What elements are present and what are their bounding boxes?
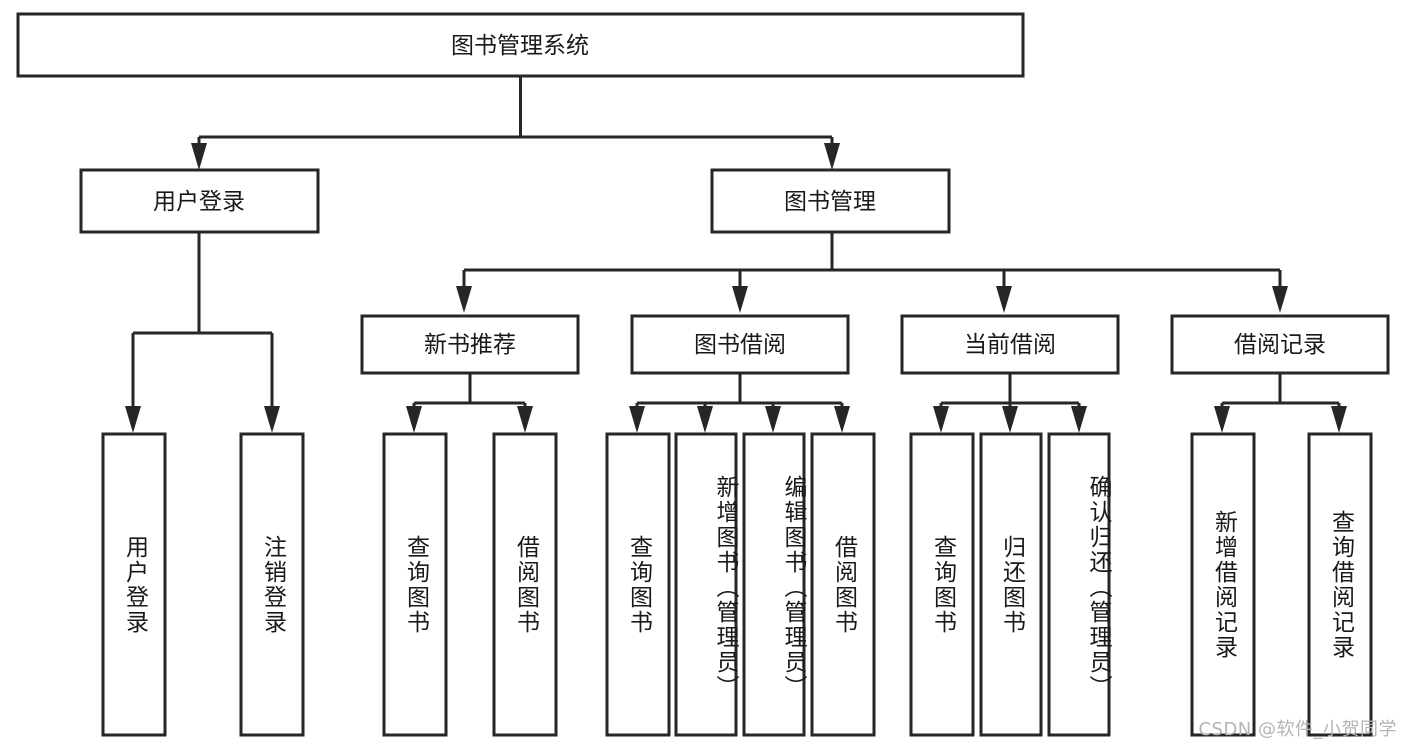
arrow-head-current-borrow xyxy=(996,286,1012,313)
node-book-manage-label: 图书管理 xyxy=(784,189,876,215)
node-book-manage-box[interactable] xyxy=(710,168,951,234)
connector-group-currentborrow xyxy=(933,373,1087,433)
connector-group-newbook xyxy=(406,373,533,433)
node-root-box[interactable] xyxy=(16,12,1025,78)
arrow-head-leaf-user-login xyxy=(125,406,141,433)
node-leaf-edit-book-box[interactable] xyxy=(742,432,806,737)
csdn-watermark: CSDN @软件_小贺同学 xyxy=(1198,719,1397,740)
node-leaf-logout-login-box[interactable] xyxy=(239,432,305,737)
node-leaf-query-book-3-box[interactable] xyxy=(909,432,975,737)
node-new-book-recommend-box[interactable] xyxy=(360,314,580,375)
connector-group-root xyxy=(191,76,840,170)
node-leaf-query-book-1-box[interactable] xyxy=(382,432,448,737)
node-current-borrow-label: 当前借阅 xyxy=(964,332,1056,358)
node-current-borrow-box[interactable] xyxy=(900,314,1120,375)
arrow-head-leaf-return-book xyxy=(1002,406,1018,433)
arrow-head-leaf-query-book-3 xyxy=(933,406,949,433)
node-leaf-borrow-book-1-box[interactable] xyxy=(492,432,558,737)
arrow-head-leaf-query-book-1 xyxy=(406,406,422,433)
arrow-head-new-book-recommend xyxy=(456,286,472,313)
arrow-head-leaf-logout-login xyxy=(264,406,280,433)
node-leaf-add-book-box[interactable] xyxy=(674,432,738,737)
node-leaf-query-record-box[interactable] xyxy=(1307,432,1373,737)
arrow-head-leaf-borrow-book-2 xyxy=(834,406,850,433)
node-leaf-add-record-box[interactable] xyxy=(1190,432,1256,737)
arrow-head-bookmanage xyxy=(824,143,840,170)
node-leaf-confirm-return-box[interactable] xyxy=(1047,432,1111,737)
node-new-book-recommend-label: 新书推荐 xyxy=(424,332,516,358)
node-leaf-query-book-2-box[interactable] xyxy=(605,432,671,737)
arrow-head-leaf-query-book-2 xyxy=(629,406,645,433)
arrow-head-leaf-query-record xyxy=(1331,406,1347,433)
node-user-login-label: 用户登录 xyxy=(153,189,245,215)
arrow-head-userlogin xyxy=(191,143,207,170)
connector-group-bookmanage xyxy=(456,232,1288,313)
arrow-head-leaf-borrow-book-1 xyxy=(517,406,533,433)
arrow-head-book-borrow xyxy=(732,286,748,313)
node-borrow-record-label: 借阅记录 xyxy=(1234,332,1326,358)
node-leaf-borrow-book-2-box[interactable] xyxy=(810,432,876,737)
arrow-head-leaf-add-record xyxy=(1214,406,1230,433)
node-book-borrow-label: 图书借阅 xyxy=(694,332,786,358)
connector-group-userlogin xyxy=(125,232,280,433)
arrow-head-leaf-confirm-return xyxy=(1071,406,1087,433)
node-root-label: 图书管理系统 xyxy=(451,33,589,59)
node-leaf-return-book-box[interactable] xyxy=(979,432,1043,737)
connector-group-borrowrecord xyxy=(1214,373,1347,433)
node-book-borrow-box[interactable] xyxy=(630,314,850,375)
node-borrow-record-box[interactable] xyxy=(1170,314,1390,375)
node-user-login-box[interactable] xyxy=(79,168,320,234)
arrow-head-borrow-record xyxy=(1272,286,1288,313)
node-leaf-user-login-box[interactable] xyxy=(101,432,167,737)
arrow-head-leaf-add-book xyxy=(697,406,713,433)
connector-group-bookborrow xyxy=(629,373,850,433)
arrow-head-leaf-edit-book xyxy=(765,406,781,433)
